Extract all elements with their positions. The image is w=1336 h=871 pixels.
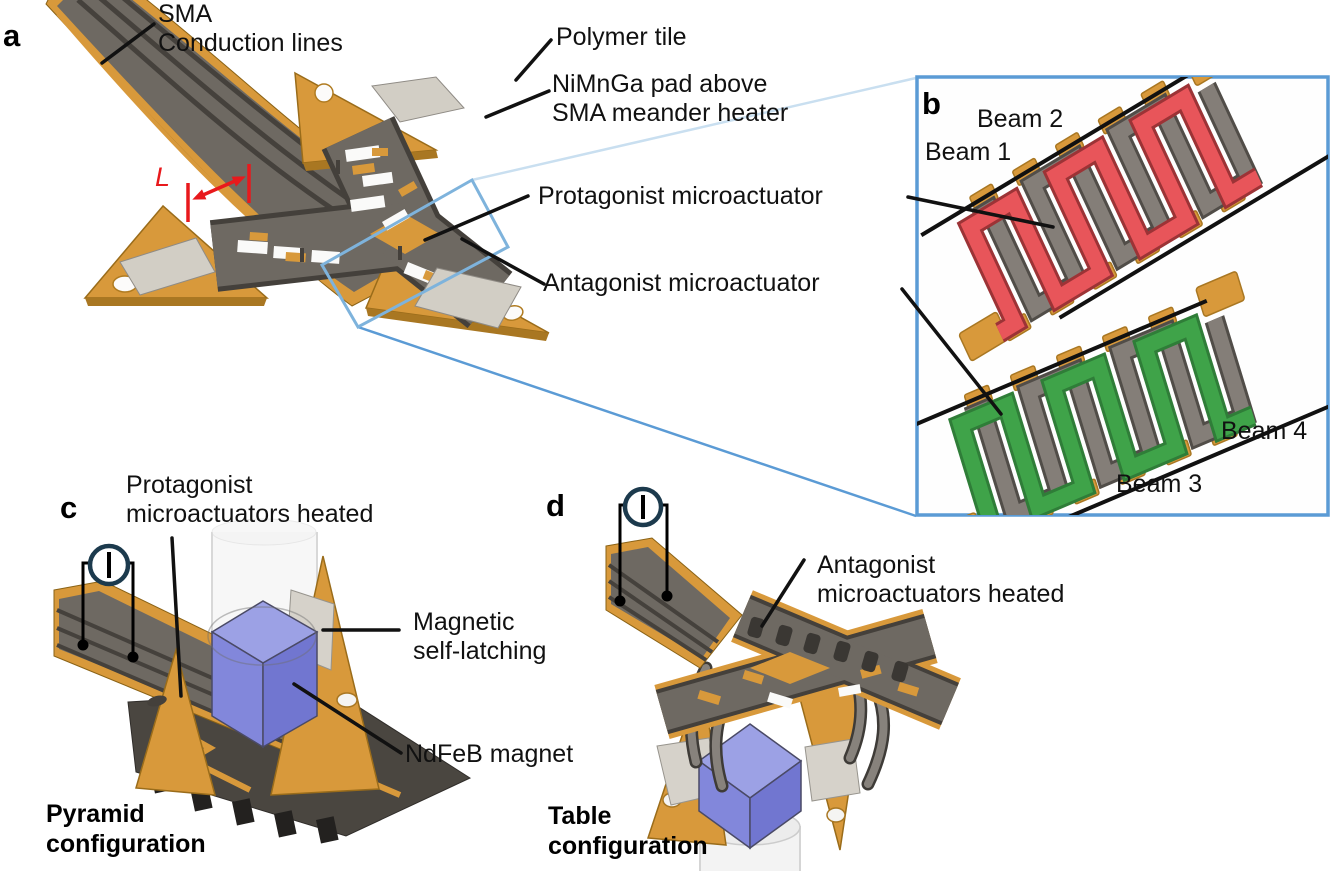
pyramid-tile-left	[135, 647, 217, 796]
antagonist-tab	[803, 632, 821, 655]
meander-gold	[398, 181, 418, 197]
magnet-right-face	[749, 759, 802, 850]
panel-b-inset	[915, 75, 1330, 544]
leader-ndfeb	[292, 682, 403, 755]
contact-dot	[614, 595, 626, 607]
beam-pair-green-body	[934, 271, 1257, 544]
tooth	[315, 816, 339, 844]
tile-north-hole	[314, 83, 334, 103]
leader-lines	[100, 22, 1055, 416]
meander-notch	[336, 160, 340, 174]
panel-c-leaders	[170, 536, 403, 755]
meander-notch	[300, 248, 304, 262]
antagonist-tab	[747, 616, 765, 639]
cylinder-rim-arc	[207, 606, 317, 666]
gray-beam	[964, 316, 1254, 515]
panel-d-illustration	[605, 486, 961, 871]
antagonist-tab	[891, 660, 909, 683]
contact-dot	[661, 590, 673, 602]
gray-beam	[972, 83, 1260, 319]
pyramid-tile-left-hole	[147, 695, 167, 707]
length-dimension-marker	[186, 164, 251, 222]
leader-sma	[100, 22, 156, 65]
table-cross-top	[654, 590, 961, 739]
meander-gold	[742, 669, 765, 685]
gold-pad	[979, 518, 1008, 544]
beam-boundary-line	[917, 298, 1208, 428]
green-beam	[951, 316, 1256, 515]
conduction-groove-1	[607, 563, 720, 644]
tooth	[274, 810, 297, 838]
nimnga-pad-north	[371, 76, 465, 123]
meander-slot	[837, 684, 862, 697]
meander-slot	[237, 239, 268, 255]
leader-antagonist-b	[900, 287, 1003, 416]
dimension-arrowhead-right	[231, 176, 246, 187]
dimension-arrowhead-left	[192, 189, 207, 200]
meander-gold	[351, 162, 376, 175]
zoom-region-outline	[319, 177, 511, 330]
meander-slot	[382, 209, 410, 231]
callout-line-top	[471, 76, 917, 182]
beam-boundary-line	[1058, 152, 1328, 320]
beam-pair-red-body	[956, 77, 1264, 362]
leader-antagonist-a	[460, 237, 546, 286]
magnet-right-face	[262, 630, 318, 749]
meander-slot	[362, 171, 394, 187]
nimnga-pad-west	[119, 237, 216, 296]
microactuator-cross	[119, 76, 522, 329]
meander-gold	[897, 682, 920, 697]
red-beam	[960, 87, 1262, 340]
table-ribbon	[605, 537, 743, 669]
inset-content	[917, 77, 1328, 544]
antagonist-tab	[775, 624, 793, 647]
current-source-icon-d	[614, 486, 673, 607]
antagonist-tabs	[747, 616, 909, 683]
tile-southeast-edge	[366, 308, 549, 341]
current-source-icon	[77, 543, 139, 663]
tooth	[232, 798, 255, 826]
contact-dot	[127, 651, 139, 663]
cross-center-gold	[750, 652, 830, 684]
leader-nimnga	[484, 89, 551, 119]
leader-protagonist-b	[906, 195, 1055, 229]
tile-west-edge	[85, 298, 267, 306]
beam-boundary-line	[1035, 402, 1328, 515]
panel-c-illustration	[53, 518, 472, 844]
antagonist-tab	[861, 650, 879, 673]
antagonist-tab	[833, 640, 851, 663]
meander-slot	[345, 145, 381, 162]
beam-pair-green	[917, 271, 1328, 544]
leader-protagonist-a	[423, 194, 530, 242]
meander-slot	[767, 692, 793, 709]
table-tile-right-hole	[826, 807, 846, 823]
contact-dot	[77, 639, 89, 651]
callout-line-bottom	[357, 325, 917, 518]
meander-gold	[372, 148, 388, 156]
cylinder-top-rim	[211, 518, 317, 546]
conduction-groove-2	[607, 579, 714, 654]
meander-notch	[398, 246, 402, 260]
meander-slot	[350, 195, 386, 212]
leader-antagonist-heated	[760, 558, 806, 628]
gold-pad	[934, 512, 984, 515]
meander-gold	[697, 690, 722, 706]
pyramid-tile-right-hole	[336, 692, 358, 708]
leader-protagonist-heated	[170, 536, 183, 698]
panel-a-illustration	[45, 0, 917, 518]
leader-polymer-tile	[514, 38, 553, 82]
meander-gold	[249, 232, 268, 242]
conduction-groove-3	[607, 595, 708, 662]
dimension-arrow-shaft	[202, 179, 236, 197]
ndfeb-magnet-cube	[210, 600, 319, 749]
